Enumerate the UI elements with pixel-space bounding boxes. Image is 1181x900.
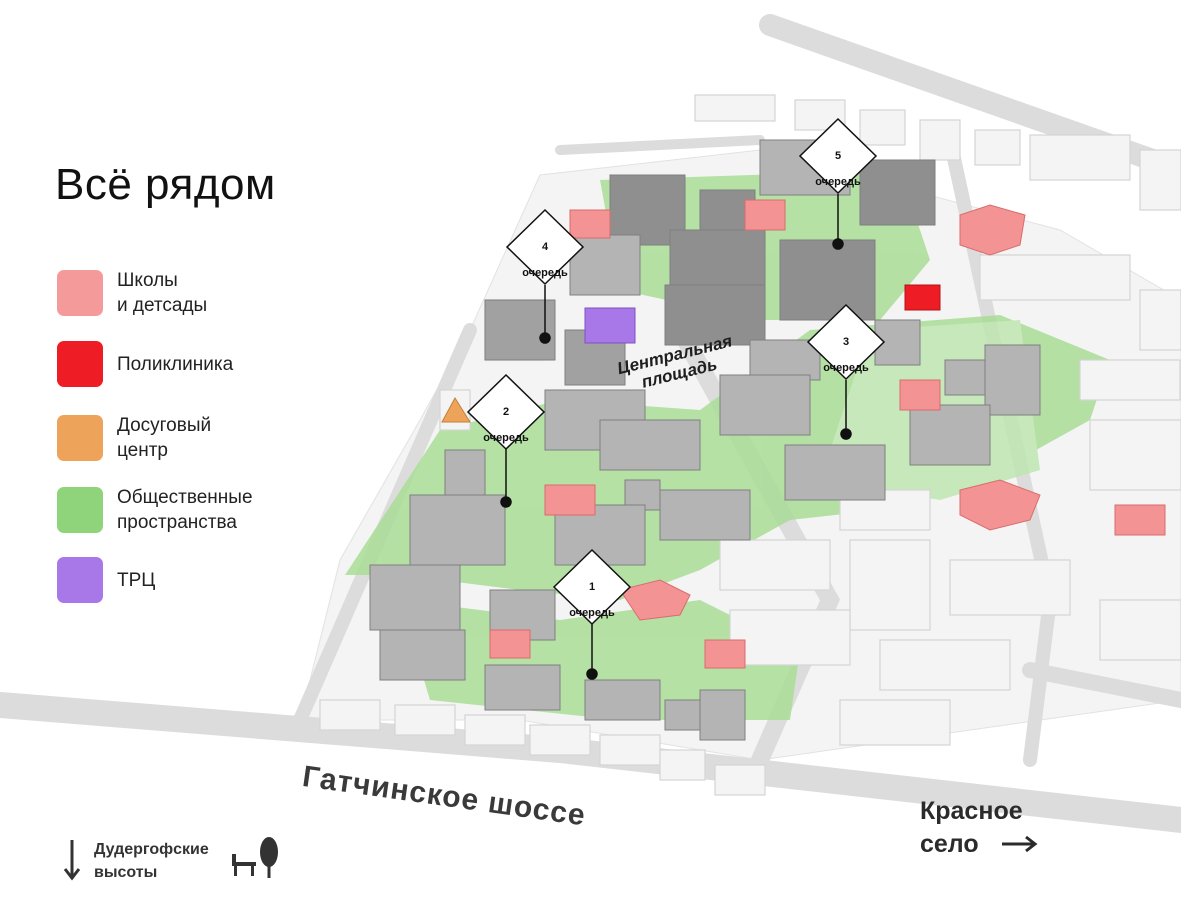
arrow-right-icon: [1002, 835, 1038, 853]
shopping-centre: [584, 307, 636, 344]
page-title: Всё рядом: [55, 160, 276, 209]
phase-2-text: очередь: [483, 432, 529, 444]
legend-label-schools: Школы и детсады: [117, 270, 208, 316]
phase-4-number: 4: [541, 241, 549, 253]
legend-swatch-leisure: [57, 415, 103, 461]
phase-4-text: очередь: [522, 267, 568, 279]
legend-swatch-clinic: [57, 341, 103, 387]
phase-3-text: очередь: [823, 362, 869, 374]
schools-kindergartens: [489, 199, 1166, 669]
legend-swatch-public-spaces: [57, 487, 103, 533]
phase-2-number: 2: [502, 406, 510, 418]
destination-label: Красное село: [920, 797, 1023, 858]
arrow-down-icon: [63, 840, 81, 881]
phase-1-number: 1: [588, 581, 596, 593]
legend-label-public-spaces: Общественные пространства: [117, 487, 253, 533]
phase-4-label: 4 очередь: [518, 228, 572, 280]
phase-1-label: 1 очередь: [565, 568, 619, 620]
clinic: [904, 284, 941, 311]
legend-label-leisure: Досуговый центр: [117, 415, 212, 461]
leisure-centre: [441, 397, 471, 423]
legend-item-clinic: Поликлиника: [57, 341, 297, 387]
legend-item-schools: Школы и детсады: [57, 268, 297, 318]
legend-label-mall: ТРЦ: [117, 569, 156, 591]
phase-markers: [466, 117, 886, 680]
legend-item-mall: ТРЦ: [57, 557, 297, 603]
phase-1-text: очередь: [569, 607, 615, 619]
legend-swatch-schools: [57, 270, 103, 316]
phase-5-text: очередь: [815, 176, 861, 188]
phase-3-label: 3 очередь: [819, 323, 873, 375]
phase-2-label: 2 очередь: [479, 393, 533, 445]
legend-swatch-mall: [57, 557, 103, 603]
dudergof-heights-label: Дудергофские высоты: [94, 841, 209, 881]
phase-5-number: 5: [834, 150, 842, 162]
phase-5-label: 5 очередь: [811, 137, 865, 189]
phase-3-number: 3: [842, 336, 850, 348]
bench-and-tree-icon: [232, 837, 278, 878]
legend-label-clinic: Поликлиника: [117, 353, 234, 375]
legend-item-public-spaces: Общественные пространства: [57, 485, 297, 535]
legend-item-leisure: Досуговый центр: [57, 413, 297, 463]
